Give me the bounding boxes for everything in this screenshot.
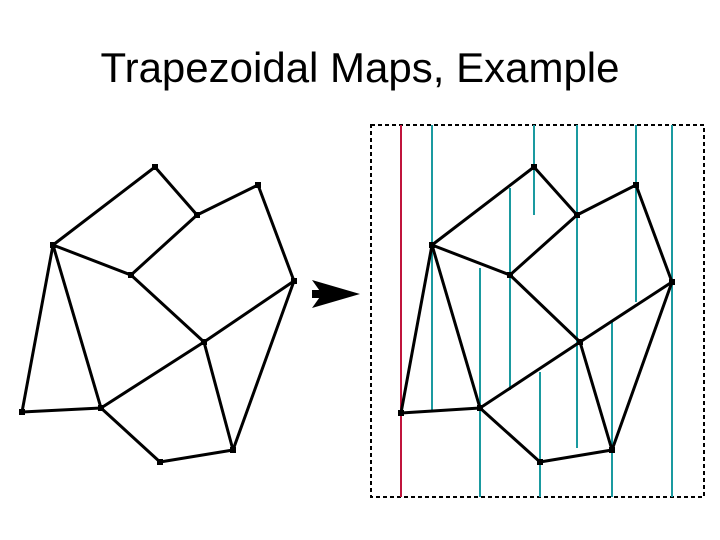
vertex xyxy=(128,272,134,278)
map-subdivision xyxy=(399,165,674,464)
map-vertices xyxy=(398,164,675,465)
vertex xyxy=(477,405,483,411)
map-edge xyxy=(478,406,542,464)
input-edge xyxy=(202,340,235,452)
vertex xyxy=(429,242,435,248)
vertex xyxy=(537,459,543,465)
input-edge xyxy=(20,243,55,414)
input-edge xyxy=(20,406,103,414)
input-edge xyxy=(129,213,199,277)
input-vertices xyxy=(19,164,297,465)
map-edge xyxy=(430,243,512,277)
vertex xyxy=(574,212,580,218)
vertex xyxy=(669,279,675,285)
vertex xyxy=(50,242,56,248)
vertex xyxy=(201,339,207,345)
input-edge xyxy=(51,165,157,247)
input-subdivision xyxy=(20,165,296,464)
vertex xyxy=(291,278,297,284)
vertex xyxy=(609,447,615,453)
vertex xyxy=(507,272,513,278)
map-edge xyxy=(508,273,582,344)
vertex xyxy=(230,447,236,453)
map-edge xyxy=(508,213,579,277)
slide-title: Trapezoidal Maps, Example xyxy=(100,44,620,91)
vertex xyxy=(398,410,404,416)
input-edge xyxy=(129,273,206,344)
input-edge xyxy=(202,279,296,344)
map-edge xyxy=(399,243,434,415)
input-edge xyxy=(256,183,296,283)
map-edge xyxy=(430,243,482,410)
input-edge xyxy=(99,340,206,410)
map-edge xyxy=(538,448,614,464)
vertex xyxy=(531,164,537,170)
map-edge xyxy=(634,183,674,284)
vertex xyxy=(152,164,158,170)
map-edge xyxy=(578,280,674,344)
input-edge xyxy=(153,165,199,217)
vertex xyxy=(577,339,583,345)
input-edge xyxy=(51,243,103,410)
input-edge xyxy=(231,279,296,452)
right-arrow-icon xyxy=(312,280,360,308)
vertex xyxy=(19,409,25,415)
input-edge xyxy=(99,406,162,464)
map-edge xyxy=(399,406,482,415)
vertex xyxy=(255,182,261,188)
map-edge xyxy=(575,183,638,217)
map-edge xyxy=(478,340,582,410)
map-edge xyxy=(610,280,674,452)
map-edge xyxy=(430,165,536,247)
vertex xyxy=(194,212,200,218)
vertical-extensions xyxy=(431,125,673,497)
input-edge xyxy=(158,448,235,464)
map-edge xyxy=(578,340,614,452)
map-edge xyxy=(532,165,579,217)
input-edge xyxy=(195,183,260,217)
vertex xyxy=(98,405,104,411)
input-edge xyxy=(51,243,133,277)
vertex xyxy=(157,459,163,465)
vertex xyxy=(633,182,639,188)
bounding-box xyxy=(370,124,705,498)
